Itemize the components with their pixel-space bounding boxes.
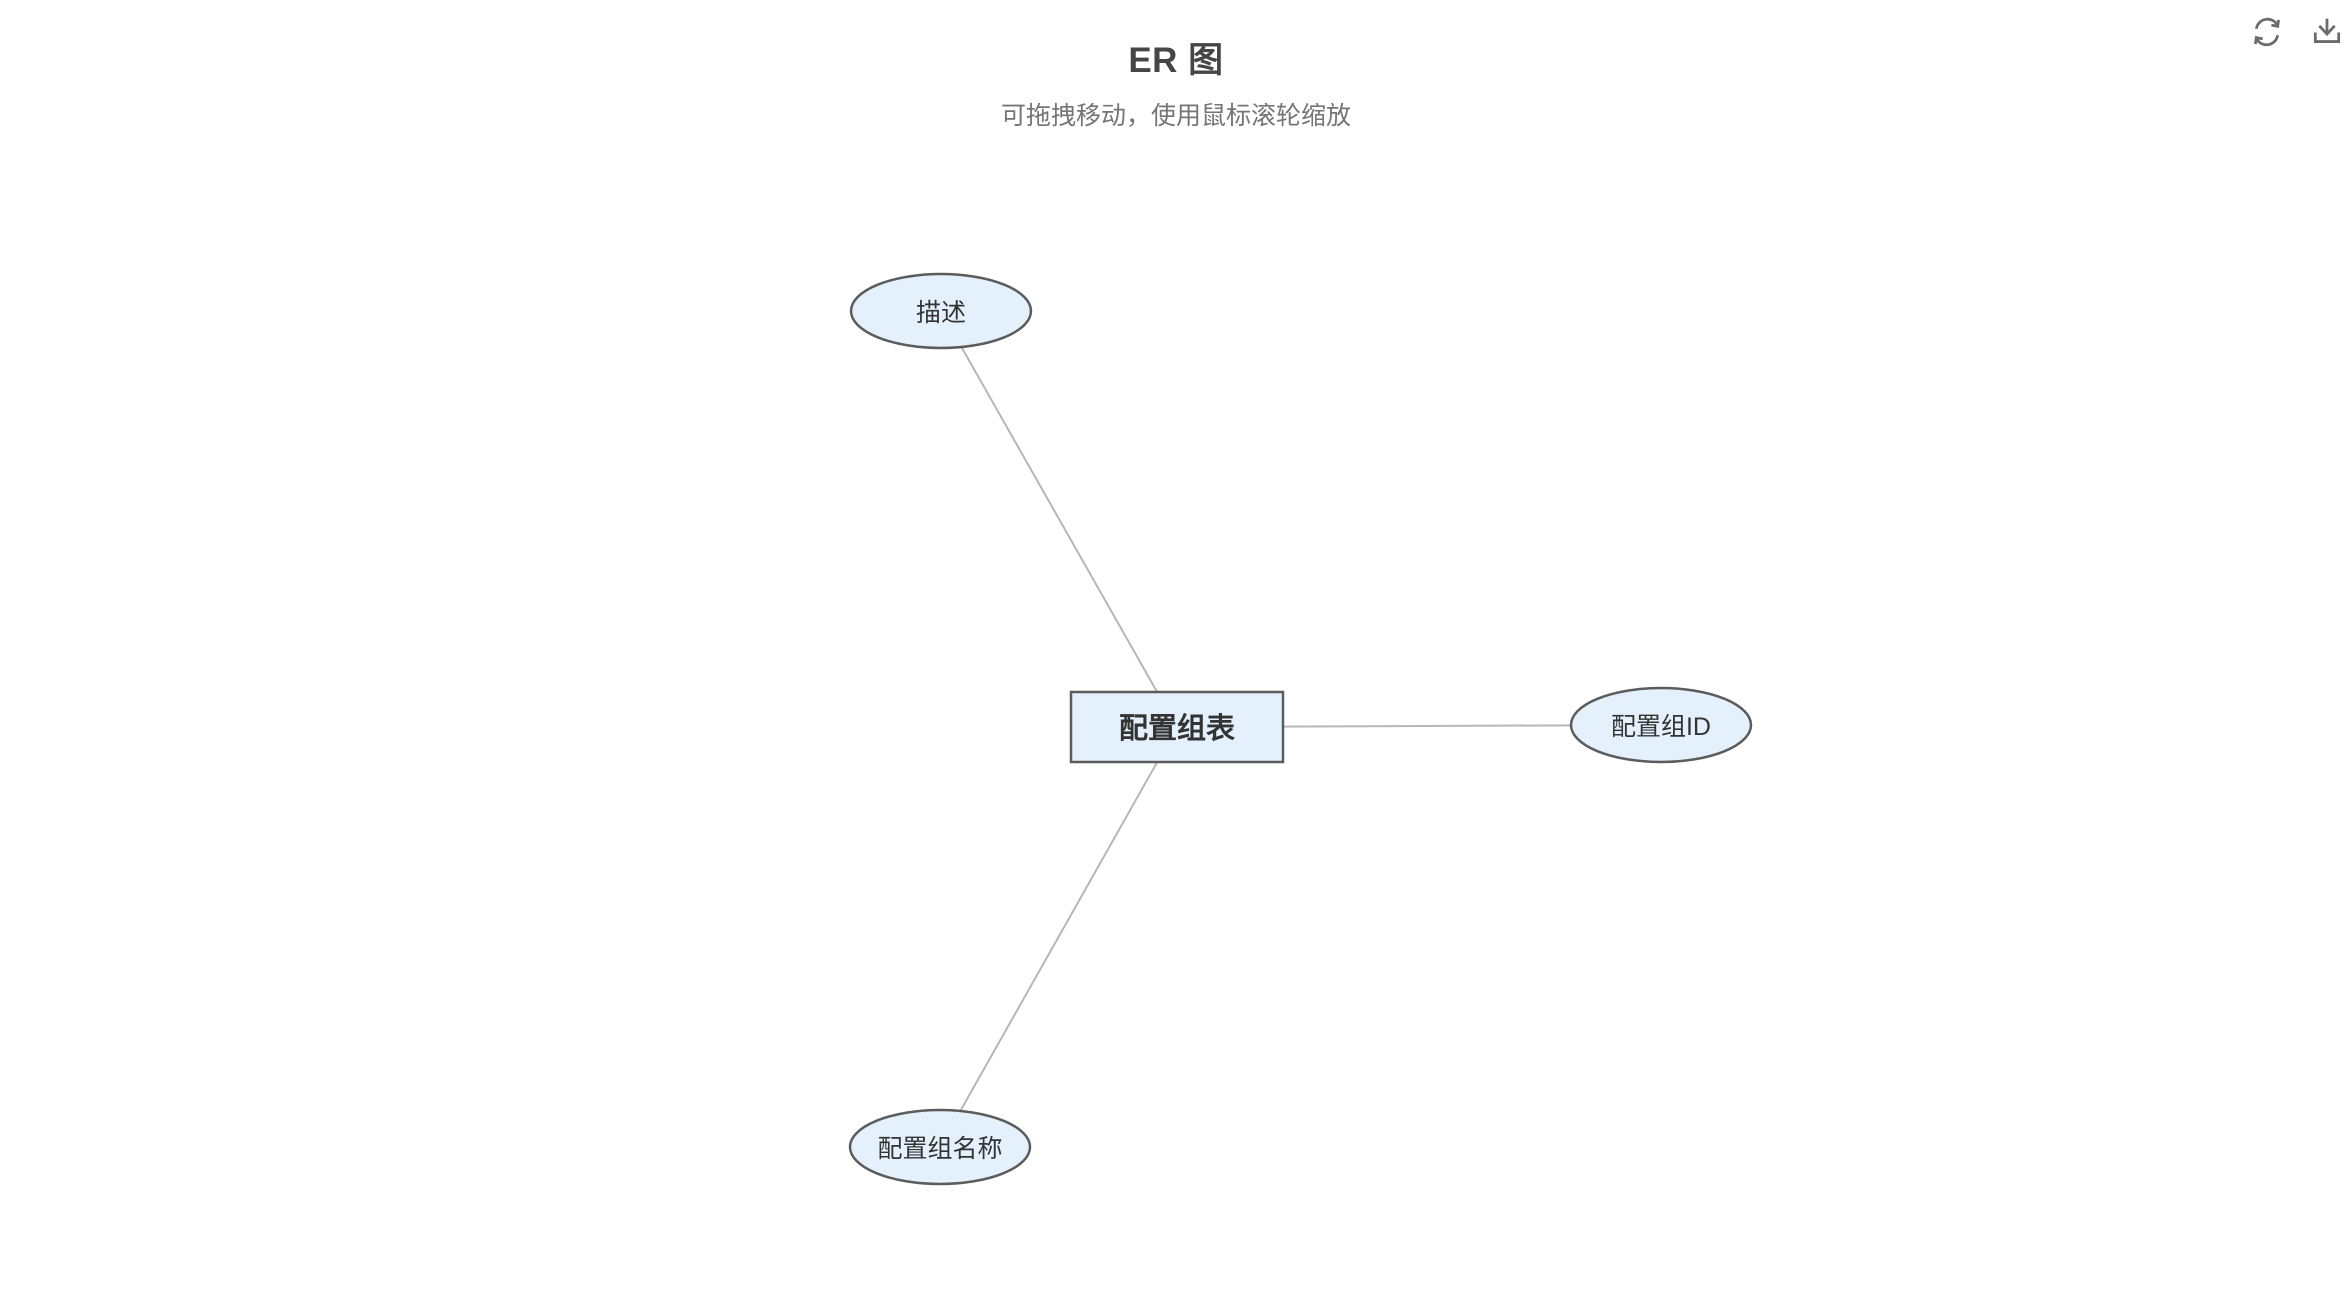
edge-entity-group-name (939, 726, 1178, 1148)
node-entity-config-group-table[interactable]: 配置组表 (1069, 690, 1285, 764)
attribute-ellipse-shape (848, 1108, 1032, 1186)
node-label: 配置组名称 (877, 1135, 1002, 1163)
node-label: 描述 (916, 299, 966, 327)
restore-icon (2254, 17, 2280, 47)
node-label: 配置组ID (1611, 713, 1711, 741)
edge-entity-description (940, 310, 1178, 728)
download-icon (2313, 18, 2341, 43)
attribute-ellipse-shape (849, 272, 1033, 350)
edge-group (939, 310, 1662, 1148)
node-attr-config-group-id[interactable]: 配置组ID (1569, 686, 1753, 764)
entity-rect-shape (1069, 690, 1285, 764)
node-attr-description[interactable]: 描述 (849, 272, 1033, 350)
attribute-ellipse-shape (1569, 686, 1753, 764)
toolbox (2249, 14, 2345, 50)
node-label: 配置组表 (1119, 711, 1235, 745)
save-image-button[interactable] (2309, 14, 2345, 50)
restore-button[interactable] (2249, 14, 2285, 50)
node-attr-config-group-name[interactable]: 配置组名称 (848, 1108, 1032, 1186)
